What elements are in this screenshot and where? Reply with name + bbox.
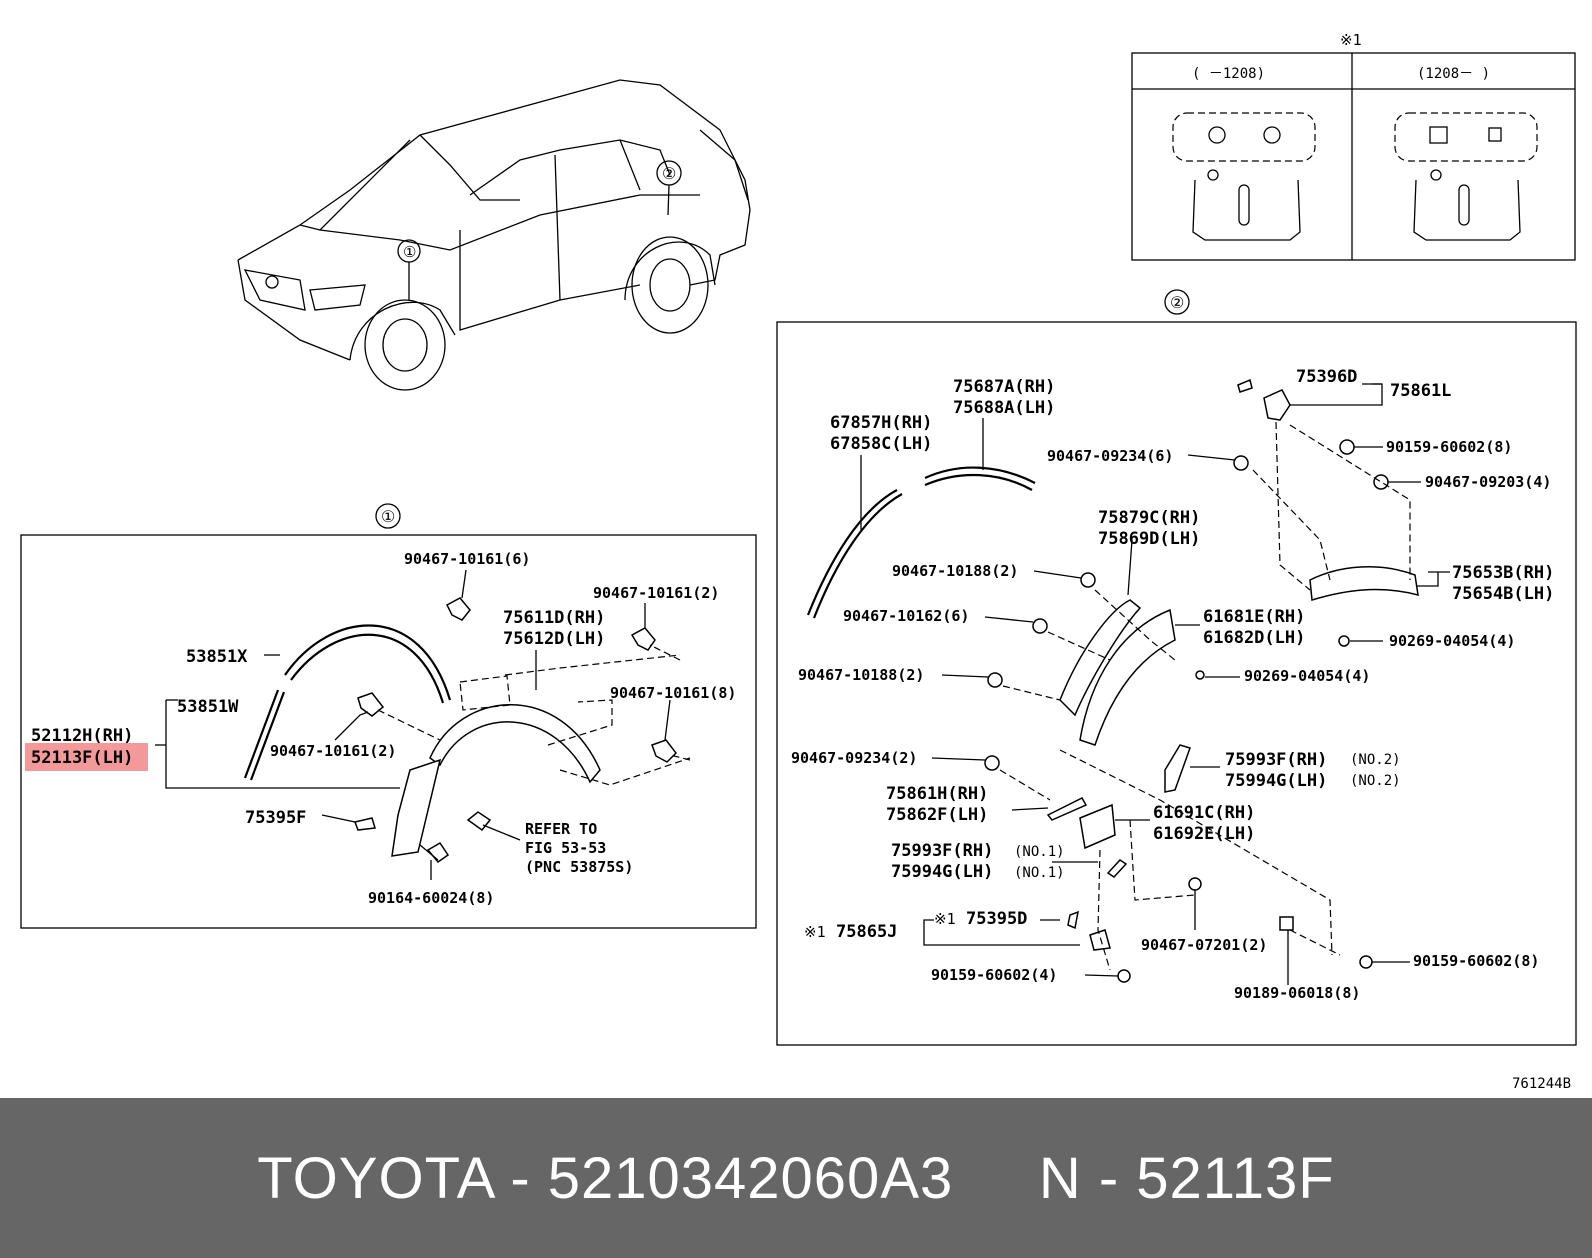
label-90164-60024: 90164-60024(8) (368, 889, 494, 907)
label-90467-09234-6: 90467-09234(6) (1047, 447, 1173, 465)
label-75395f: 75395F (245, 808, 306, 828)
panel-1-parts (155, 569, 691, 880)
label-75862f: 75862F(LH) (886, 805, 988, 825)
panel-2-parts (806, 378, 1450, 985)
label-no2-b: (NO.2) (1350, 773, 1401, 789)
banner-text: TOYOTA - 5210342060A3 N - 52113F (257, 1145, 1334, 1212)
label-75861l: 75861L (1390, 381, 1451, 401)
inset-col-left: ( －1208) (1192, 66, 1265, 82)
inset-variant-box (1131, 52, 1576, 261)
inset-col-right: (1208－ ) (1417, 66, 1490, 82)
label-75654b: 75654B(LH) (1452, 584, 1554, 604)
vehicle-callout-2: ② (662, 164, 676, 183)
label-90467-09234-2: 90467-09234(2) (791, 749, 917, 767)
label-75612d: 75612D(LH) (503, 629, 605, 649)
label-67858c: 67858C(LH) (830, 434, 932, 454)
label-75396d: 75396D (1296, 367, 1357, 387)
vehicle-callout-1: ① (403, 243, 416, 261)
label-75861h: 75861H(RH) (886, 784, 988, 804)
note-mark-75395d: ※1 (934, 910, 956, 928)
vehicle-illustration (237, 79, 751, 391)
panel-1-frame (20, 534, 757, 929)
label-90467-10161-2b: 90467-10161(2) (270, 742, 396, 760)
label-61692e: 61692E(LH) (1153, 824, 1255, 844)
label-75879c: 75879C(RH) (1098, 508, 1200, 528)
label-90467-07201: 90467-07201(2) (1141, 936, 1267, 954)
figure-code: 761244B (1512, 1076, 1571, 1092)
panel-2-callout-circle (1164, 289, 1190, 315)
label-90467-10161-2a: 90467-10161(2) (593, 584, 719, 602)
label-90467-10161-6: 90467-10161(6) (404, 550, 530, 568)
banner-separator-1: - (493, 1145, 548, 1211)
label-52112h: 52112H(RH) (31, 726, 133, 746)
label-75688a: 75688A(LH) (953, 398, 1055, 418)
label-61691c: 61691C(RH) (1153, 803, 1255, 823)
label-61682d: 61682D(LH) (1203, 628, 1305, 648)
panel-1-callout: ① (381, 507, 395, 526)
label-no1-b: (NO.1) (1014, 865, 1065, 881)
label-75395d: 75395D (966, 909, 1027, 929)
highlight-52113f (25, 743, 148, 771)
label-90159-60602-8b: 90159-60602(8) (1413, 952, 1539, 970)
inset-note-mark: ※1 (1340, 31, 1362, 49)
label-53851w: 53851W (177, 697, 239, 717)
label-90467-10188-2a: 90467-10188(2) (892, 562, 1018, 580)
banner-part-number: 52113F (1136, 1145, 1335, 1211)
label-53851x: 53851X (186, 647, 248, 667)
label-90269-04054-b: 90269-04054(4) (1244, 667, 1370, 685)
label-75994g-b: 75994G(LH) (891, 862, 993, 882)
banner-brand: TOYOTA (257, 1145, 494, 1211)
note-mark-75865j: ※1 (804, 923, 826, 941)
label-90467-09203: 90467-09203(4) (1425, 473, 1551, 491)
parts-diagram: ① ② ※1 ( －1208) (1208－ ) ① (20, 31, 1577, 1092)
label-no1-a: (NO.1) (1014, 844, 1065, 860)
label-75687a: 75687A(RH) (953, 377, 1055, 397)
label-90189-06018: 90189-06018(8) (1234, 984, 1360, 1002)
panel-1-callout-circle (375, 503, 401, 529)
label-67857h: 67857H(RH) (830, 413, 932, 433)
label-90159-60602-4: 90159-60602(4) (931, 966, 1057, 984)
banner-prefix: N (1038, 1145, 1082, 1211)
label-75994g-a: 75994G(LH) (1225, 771, 1327, 791)
label-90159-60602-8a: 90159-60602(8) (1386, 438, 1512, 456)
banner-separator-2: - (1081, 1145, 1137, 1211)
label-75993f-b: 75993F(RH) (891, 841, 993, 861)
panel-2-callout: ② (1170, 293, 1184, 312)
label-90467-10162: 90467-10162(6) (843, 607, 969, 625)
label-75653b: 75653B(RH) (1452, 563, 1554, 583)
label-90467-10188-2b: 90467-10188(2) (798, 666, 924, 684)
banner-gap (953, 1146, 1039, 1211)
panel-2-frame (776, 321, 1577, 1046)
banner-catalog-code: 5210342060A3 (547, 1145, 954, 1211)
label-75611d: 75611D(RH) (503, 608, 605, 628)
label-61681e: 61681E(RH) (1203, 607, 1305, 627)
label-75865j: 75865J (836, 922, 897, 942)
refer-line-2: FIG 53-53 (525, 839, 606, 857)
label-90269-04054-a: 90269-04054(4) (1389, 632, 1515, 650)
refer-line-3: (PNC 53875S) (525, 858, 633, 876)
label-75993f-a: 75993F(RH) (1225, 750, 1327, 770)
label-75869d: 75869D(LH) (1098, 529, 1200, 549)
label-52113f: 52113F(LH) (31, 748, 133, 768)
part-number-banner: TOYOTA - 5210342060A3 N - 52113F (0, 1098, 1592, 1258)
label-no2-a: (NO.2) (1350, 752, 1401, 768)
label-90467-10161-8: 90467-10161(8) (610, 684, 736, 702)
refer-line-1: REFER TO (525, 820, 597, 838)
